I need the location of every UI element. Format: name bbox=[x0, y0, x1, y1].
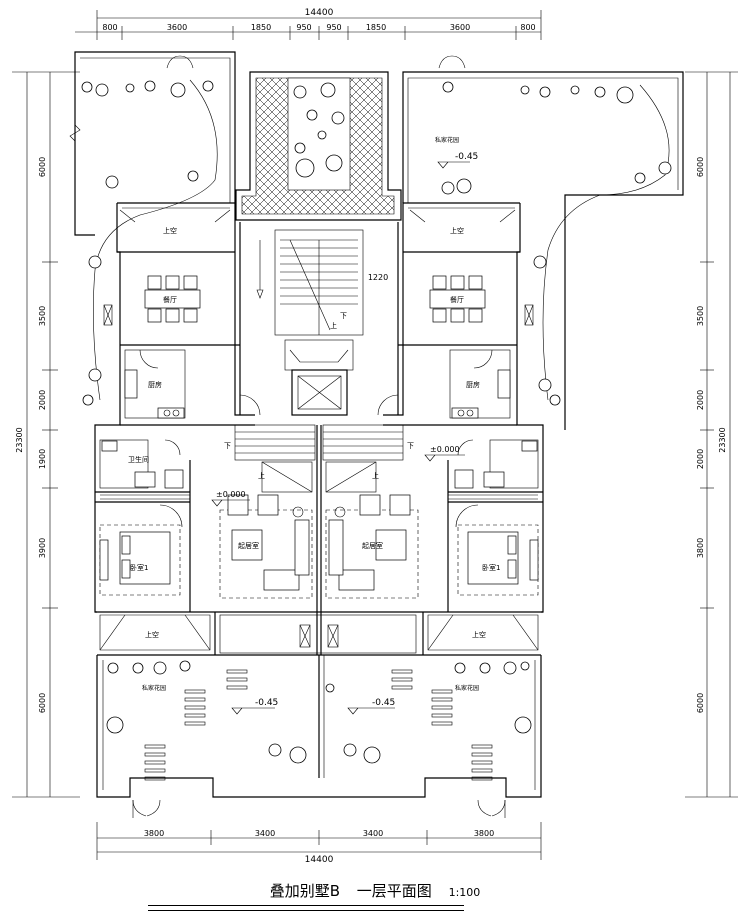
drawing-name: 叠加别墅B bbox=[269, 882, 340, 900]
void-label-3: 上空 bbox=[145, 630, 159, 639]
stepping-stones bbox=[144, 669, 493, 781]
top-dim-6: 1850 bbox=[366, 23, 386, 32]
left-dim-5: 3900 bbox=[38, 538, 47, 558]
stair-down-3: 下 bbox=[407, 442, 414, 450]
kitchen-label-right: 厨房 bbox=[466, 380, 480, 389]
left-dimension-chain: 23300 6000 3500 2000 1900 3900 6000 bbox=[12, 71, 80, 798]
level-garden-tr: -0.45 bbox=[455, 152, 478, 162]
bottom-dim-2: 3400 bbox=[255, 829, 275, 838]
bottom-dim-3: 3400 bbox=[363, 829, 383, 838]
garden-label-bl: 私家花园 bbox=[142, 684, 166, 692]
building-walls bbox=[94, 202, 544, 656]
living-right bbox=[325, 494, 419, 599]
living-label-right: 起居室 bbox=[362, 541, 383, 550]
stair-up-1: 上 bbox=[330, 321, 337, 330]
bathroom-left bbox=[99, 439, 190, 500]
level-markers: -0.45 -0.45 -0.45 ±0.000 ±0.000 bbox=[211, 152, 478, 715]
dining-table-left bbox=[144, 275, 201, 323]
bottom-dim-1: 3800 bbox=[144, 829, 164, 838]
stair-down-1: 下 bbox=[340, 312, 347, 320]
bedroom-label-right: 卧室1 bbox=[482, 563, 500, 572]
right-dimension-chain: 23300 6000 3500 2000 2000 3800 6000 bbox=[685, 71, 738, 798]
central-courtyard bbox=[235, 71, 402, 221]
kitchen-right bbox=[449, 349, 511, 419]
living-left bbox=[219, 494, 313, 599]
garden-trees bbox=[81, 80, 672, 764]
top-dim-3: 1850 bbox=[251, 23, 271, 32]
bathroom-right bbox=[448, 439, 539, 500]
top-dim-5: 950 bbox=[326, 23, 341, 32]
garden-landscape: 私家花园 私家花园 私家花园 bbox=[81, 79, 672, 781]
stair-core: 1220 下 上 下 下 上 上 bbox=[224, 229, 414, 493]
title-underline-thin bbox=[148, 910, 464, 911]
void-label-4: 上空 bbox=[472, 630, 486, 639]
void-label-2: 上空 bbox=[450, 226, 464, 235]
left-dim-1: 6000 bbox=[38, 157, 47, 177]
dining-table-right bbox=[429, 275, 486, 323]
top-total-dim: 14400 bbox=[305, 8, 334, 18]
stair-up-2: 上 bbox=[258, 471, 265, 480]
top-dim-8: 800 bbox=[520, 23, 535, 32]
right-dim-4: 2000 bbox=[696, 449, 705, 469]
drawing-floor: 一层平面图 bbox=[356, 882, 432, 900]
dining-label-right: 餐厅 bbox=[450, 295, 464, 304]
drawing-title: 叠加别墅B 一层平面图 1:100 bbox=[0, 880, 750, 901]
living-label-left: 起居室 bbox=[238, 541, 259, 550]
stair-up-3: 上 bbox=[372, 471, 379, 480]
dining-label-left: 餐厅 bbox=[163, 295, 177, 304]
right-unit: 餐厅 厨房 卧室1 bbox=[325, 226, 539, 639]
bedroom-label-left: 卧室1 bbox=[130, 563, 148, 572]
center-porch bbox=[219, 614, 417, 654]
bottom-dimension-chain: 3800 3400 3400 3800 14400 bbox=[96, 822, 542, 865]
top-dim-2: 3600 bbox=[167, 23, 187, 32]
top-dim-1: 800 bbox=[102, 23, 117, 32]
void-label-1: 上空 bbox=[163, 226, 177, 235]
left-dim-2: 3500 bbox=[38, 306, 47, 326]
bottom-dim-4: 3800 bbox=[474, 829, 494, 838]
kitchen-left bbox=[124, 349, 186, 419]
left-dim-4: 1900 bbox=[38, 449, 47, 469]
left-dim-3: 2000 bbox=[38, 390, 47, 410]
left-dim-6: 6000 bbox=[38, 693, 47, 713]
garden-label-tr: 私家花园 bbox=[435, 136, 459, 144]
kitchen-label-left: 厨房 bbox=[148, 380, 162, 389]
bedroom-right bbox=[455, 504, 539, 596]
right-dim-2: 3500 bbox=[696, 306, 705, 326]
top-dim-4: 950 bbox=[296, 23, 311, 32]
bedroom-left bbox=[99, 504, 183, 596]
level-garden-bl: -0.45 bbox=[255, 698, 278, 708]
side-windows bbox=[103, 304, 534, 326]
level-garden-br: -0.45 bbox=[372, 698, 395, 708]
bath-label-left: 卫生间 bbox=[128, 455, 149, 464]
garden-walls bbox=[74, 51, 684, 818]
left-total-dim: 23300 bbox=[15, 427, 24, 452]
courtyard-plants bbox=[293, 82, 345, 178]
top-dimension-chain: 14400 800 3600 1850 950 950 1850 3600 80… bbox=[75, 8, 542, 40]
right-dim-1: 6000 bbox=[696, 157, 705, 177]
drawing-scale: 1:100 bbox=[448, 886, 481, 899]
top-dim-7: 3600 bbox=[450, 23, 470, 32]
right-dim-5: 3800 bbox=[696, 538, 705, 558]
right-dim-6: 6000 bbox=[696, 693, 705, 713]
right-dim-3: 2000 bbox=[696, 390, 705, 410]
break-mark bbox=[69, 124, 81, 142]
level-floor-right: ±0.000 bbox=[430, 445, 460, 454]
stair-width-dim: 1220 bbox=[368, 273, 388, 282]
bath-window-left bbox=[100, 494, 190, 500]
stair-down-2: 下 bbox=[224, 442, 231, 450]
right-total-dim: 23300 bbox=[718, 427, 727, 452]
level-floor-left: ±0.000 bbox=[216, 490, 246, 499]
garden-label-br: 私家花园 bbox=[455, 684, 479, 692]
title-underline-thick bbox=[148, 905, 464, 906]
bottom-total-dim: 14400 bbox=[305, 855, 334, 865]
